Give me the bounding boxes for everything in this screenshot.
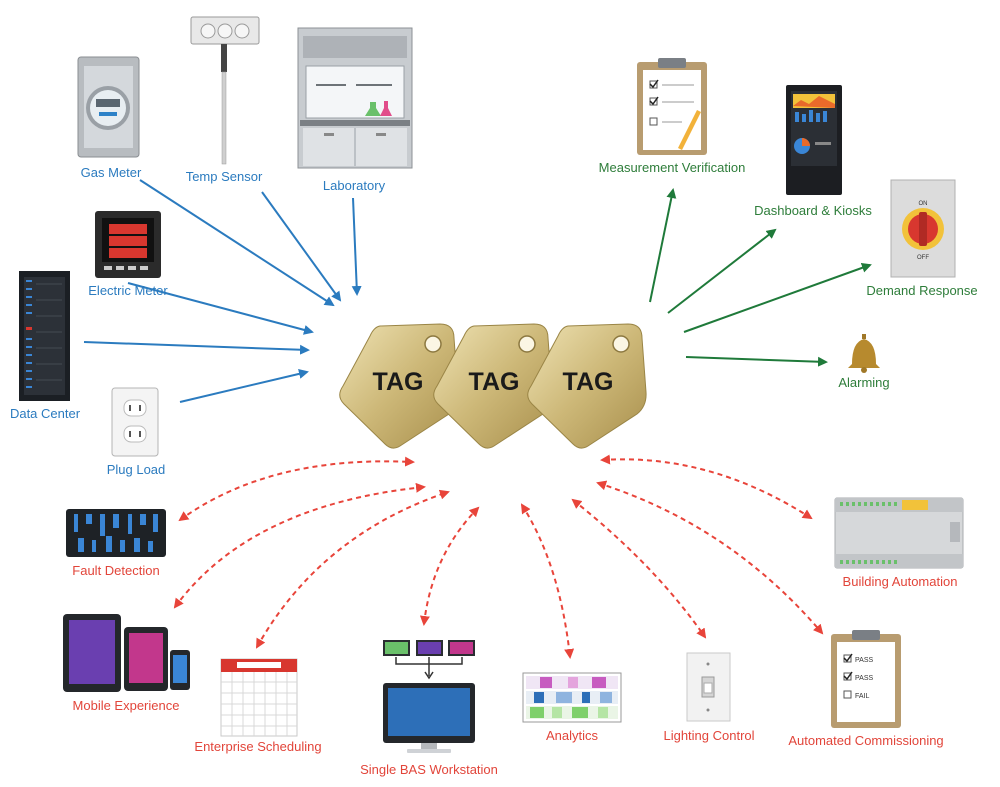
label-data-center: Data Center xyxy=(9,406,81,421)
arrow-plug-load xyxy=(179,368,309,403)
checklist-fail: FAIL xyxy=(855,693,870,700)
fault-detection-icon xyxy=(66,509,166,557)
tag-3: TAG xyxy=(527,323,647,449)
tag-1-label: TAG xyxy=(373,368,424,396)
outlet-icon xyxy=(111,387,159,457)
controller-icon xyxy=(834,497,964,569)
clipboard-icon xyxy=(637,58,707,155)
arrow-alarming xyxy=(685,356,828,367)
power-switch-icon: ON OFF xyxy=(890,179,956,278)
temp-sensor-icon xyxy=(190,16,260,165)
label-dashboard-kiosks: Dashboard & Kiosks xyxy=(754,203,872,218)
arrow-building-automation xyxy=(600,454,813,520)
arrow-enterprise-scheduling xyxy=(256,489,450,649)
label-temp-sensor: Temp Sensor xyxy=(185,169,263,184)
arrow-lighting-control xyxy=(571,498,707,639)
tag-2-label: TAG xyxy=(469,368,520,396)
devices-icon xyxy=(63,614,190,692)
arrow-electric-meter xyxy=(127,282,314,335)
arrow-automated-commissioning xyxy=(596,480,824,635)
label-electric-meter: Electric Meter xyxy=(88,283,168,298)
arrow-gas-meter xyxy=(139,179,335,307)
arrow-temp-sensor xyxy=(261,191,342,302)
arrow-fault-detection xyxy=(178,456,415,522)
switch-off-label: OFF xyxy=(917,255,929,261)
label-measurement-verification: Measurement Verification xyxy=(598,160,746,175)
label-automated-commissioning: Automated Commissioning xyxy=(788,733,944,748)
tag-group: TAG TAG TAG xyxy=(339,323,647,449)
analytics-icon xyxy=(522,672,622,723)
workstation-icon xyxy=(383,640,475,753)
label-alarming: Alarming xyxy=(838,375,890,390)
tag-3-label: TAG xyxy=(563,368,614,396)
switch-on-label: ON xyxy=(919,201,928,207)
label-fault-detection: Fault Detection xyxy=(72,563,160,578)
laboratory-icon xyxy=(297,27,413,169)
label-mobile-experience: Mobile Experience xyxy=(72,698,180,713)
arrow-laboratory xyxy=(351,197,362,296)
arrow-analytics xyxy=(520,503,575,659)
inbound-arrows xyxy=(83,179,362,403)
label-building-automation: Building Automation xyxy=(842,574,958,589)
commissioning-icon: PASS PASS FAIL xyxy=(831,630,901,728)
arrow-single-bas xyxy=(419,506,480,626)
label-analytics: Analytics xyxy=(545,728,599,743)
label-demand-response: Demand Response xyxy=(866,283,978,298)
arrow-mobile-experience xyxy=(173,482,426,609)
label-single-bas-workstation: Single BAS Workstation xyxy=(360,762,498,777)
checklist-pass-1: PASS xyxy=(855,657,873,664)
label-lighting-control: Lighting Control xyxy=(663,728,755,743)
arrow-demand-response xyxy=(683,263,872,333)
checklist-pass-2: PASS xyxy=(855,675,873,682)
gas-meter-icon xyxy=(77,56,140,158)
label-gas-meter: Gas Meter xyxy=(80,165,142,180)
calendar-icon xyxy=(220,658,298,737)
server-rack-icon xyxy=(19,271,70,401)
electric-meter-icon xyxy=(95,211,161,278)
light-switch-icon xyxy=(686,652,731,722)
bidirectional-arrows xyxy=(173,454,824,659)
tag-1: TAG xyxy=(339,323,459,449)
tag-2: TAG xyxy=(433,323,553,449)
kiosk-icon xyxy=(786,85,842,195)
arrow-dashboard-kiosks xyxy=(667,228,777,314)
bell-icon xyxy=(848,334,880,373)
label-enterprise-scheduling: Enterprise Scheduling xyxy=(194,739,322,754)
label-plug-load: Plug Load xyxy=(106,462,166,477)
arrow-data-center xyxy=(83,341,310,355)
label-laboratory: Laboratory xyxy=(322,178,386,193)
outbound-arrows xyxy=(649,188,872,367)
arrow-measurement-verification xyxy=(649,188,677,303)
